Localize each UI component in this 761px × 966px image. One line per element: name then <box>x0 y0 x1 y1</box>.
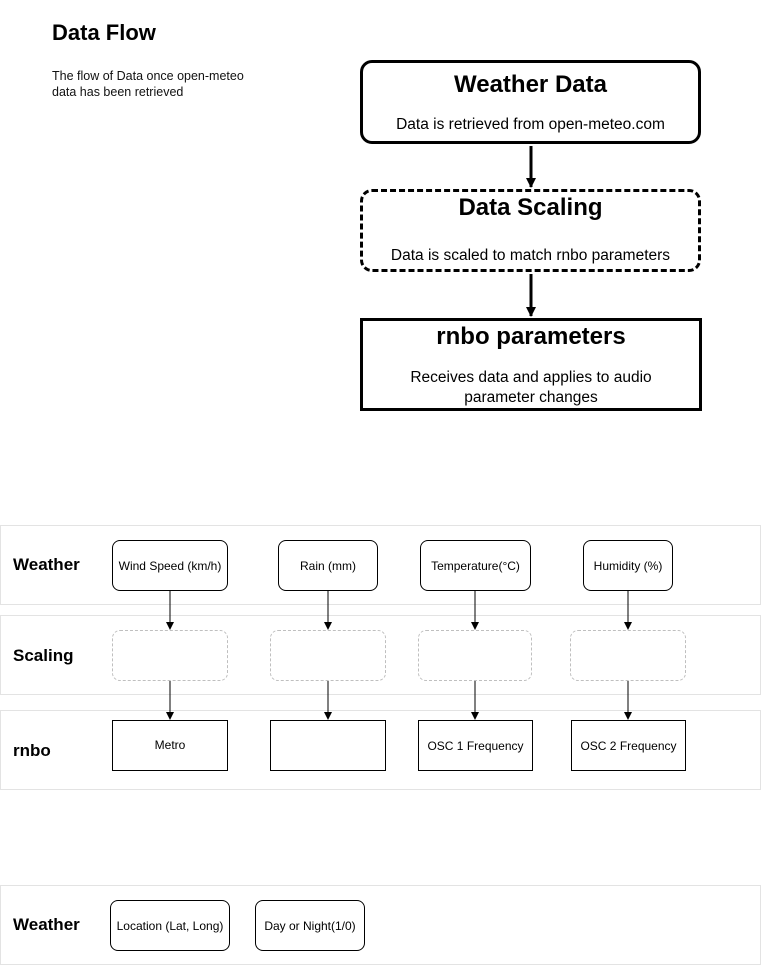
node-osc2-frequency: OSC 2 Frequency <box>571 720 686 771</box>
node-wind-speed: Wind Speed (km/h) <box>112 540 228 591</box>
node-temperature: Temperature(°C) <box>420 540 531 591</box>
lane-rnbo-label: rnbo <box>13 741 51 760</box>
lane-weather-2-label: Weather <box>13 915 80 934</box>
weather-data-title: Weather Data <box>454 71 607 98</box>
node-osc1-frequency: OSC 1 Frequency <box>418 720 533 771</box>
rnbo-parameters-box: rnbo parameters Receives data and applie… <box>360 318 702 411</box>
node-scaling-rain <box>270 630 386 681</box>
node-metro: Metro <box>112 720 228 771</box>
node-scaling-temperature <box>418 630 532 681</box>
lane-weather-label: Weather <box>13 555 80 574</box>
node-rnbo-empty <box>270 720 386 771</box>
node-humidity: Humidity (%) <box>583 540 673 591</box>
lane-scaling-label: Scaling <box>13 646 74 665</box>
node-day-night: Day or Night(1/0) <box>255 900 365 951</box>
node-scaling-wind <box>112 630 228 681</box>
node-scaling-humidity <box>570 630 686 681</box>
page-subtitle: The flow of Data once open-meteo data ha… <box>52 69 244 99</box>
node-rain: Rain (mm) <box>278 540 378 591</box>
rnbo-parameters-desc: Receives data and applies to audio param… <box>410 369 652 406</box>
data-scaling-title: Data Scaling <box>458 194 603 221</box>
node-location: Location (Lat, Long) <box>110 900 230 951</box>
weather-data-box: Weather Data Data is retrieved from open… <box>360 60 701 144</box>
data-scaling-desc: Data is scaled to match rnbo parameters <box>390 247 671 264</box>
weather-data-desc: Data is retrieved from open-meteo.com <box>396 116 665 133</box>
rnbo-parameters-title: rnbo parameters <box>436 323 626 350</box>
page-title: Data Flow <box>52 20 156 45</box>
data-scaling-box: Data Scaling Data is scaled to match rnb… <box>360 189 701 272</box>
